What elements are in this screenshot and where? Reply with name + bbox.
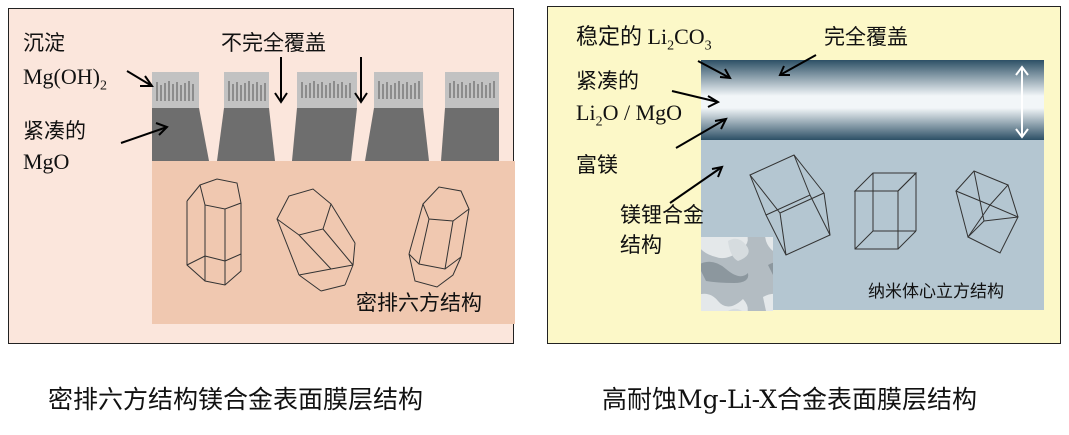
bcc-crystals: [749, 154, 1019, 256]
incomplete-cover-label: 不完全覆盖: [221, 31, 326, 55]
hcp-film-drawing: [120, 57, 515, 324]
protective-film: [701, 60, 1044, 140]
bcc-cube-3: [955, 170, 1019, 254]
mgli-alloy-label-line2: 结构: [620, 233, 662, 257]
bcc-structure-label: 纳米体心立方结构: [868, 282, 1004, 302]
nano-texture: [701, 237, 773, 311]
mgoh2-label: Mg(OH)2: [23, 64, 107, 94]
bcc-cube-2: [853, 172, 918, 250]
thickness-arrow: [1015, 65, 1029, 139]
right-caption: 高耐蚀Mg-Li-X合金表面膜层结构: [602, 385, 978, 414]
left-caption: 密排六方结构镁合金表面膜层结构: [48, 385, 424, 414]
mg-rich-label: 富镁: [576, 153, 618, 177]
mgli-alloy-label-line1: 镁锂合金: [620, 203, 704, 227]
mgoh2-texture: [156, 81, 495, 101]
hcp-substrate: [152, 161, 515, 324]
precipitate-label: 沉淀: [23, 31, 65, 55]
bcc-cube-1: [749, 154, 831, 256]
hcp-crystal-1: [186, 178, 242, 286]
stable-li2co3-label: 稳定的 Li2CO3: [576, 24, 712, 54]
hcp-film-diagram: 沉淀 Mg(OH)2 不完全覆盖 紧凑的 MgO 密排六方结构: [8, 8, 515, 344]
bcc-film-drawing: [669, 54, 1044, 311]
bcc-film-diagram: 稳定的 Li2CO3 完全覆盖 紧凑的 Li2O / MgO 富镁 镁锂合金 结…: [547, 6, 1061, 344]
annotation-arrows-right: [669, 54, 817, 204]
li2o-mgo-label: Li2O / MgO: [576, 100, 683, 130]
annotation-arrows: [120, 57, 368, 144]
hcp-structure-label: 密排六方结构: [356, 291, 482, 315]
complete-cover-label: 完全覆盖: [824, 25, 908, 49]
mgo-label: MgO: [23, 149, 70, 174]
compact-right-label: 紧凑的: [576, 69, 639, 93]
hcp-crystal-2: [276, 188, 356, 292]
mgo-layer: [152, 108, 499, 161]
compact-label: 紧凑的: [23, 119, 86, 143]
hcp-crystals: [186, 178, 470, 292]
hcp-crystal-3: [408, 186, 470, 288]
